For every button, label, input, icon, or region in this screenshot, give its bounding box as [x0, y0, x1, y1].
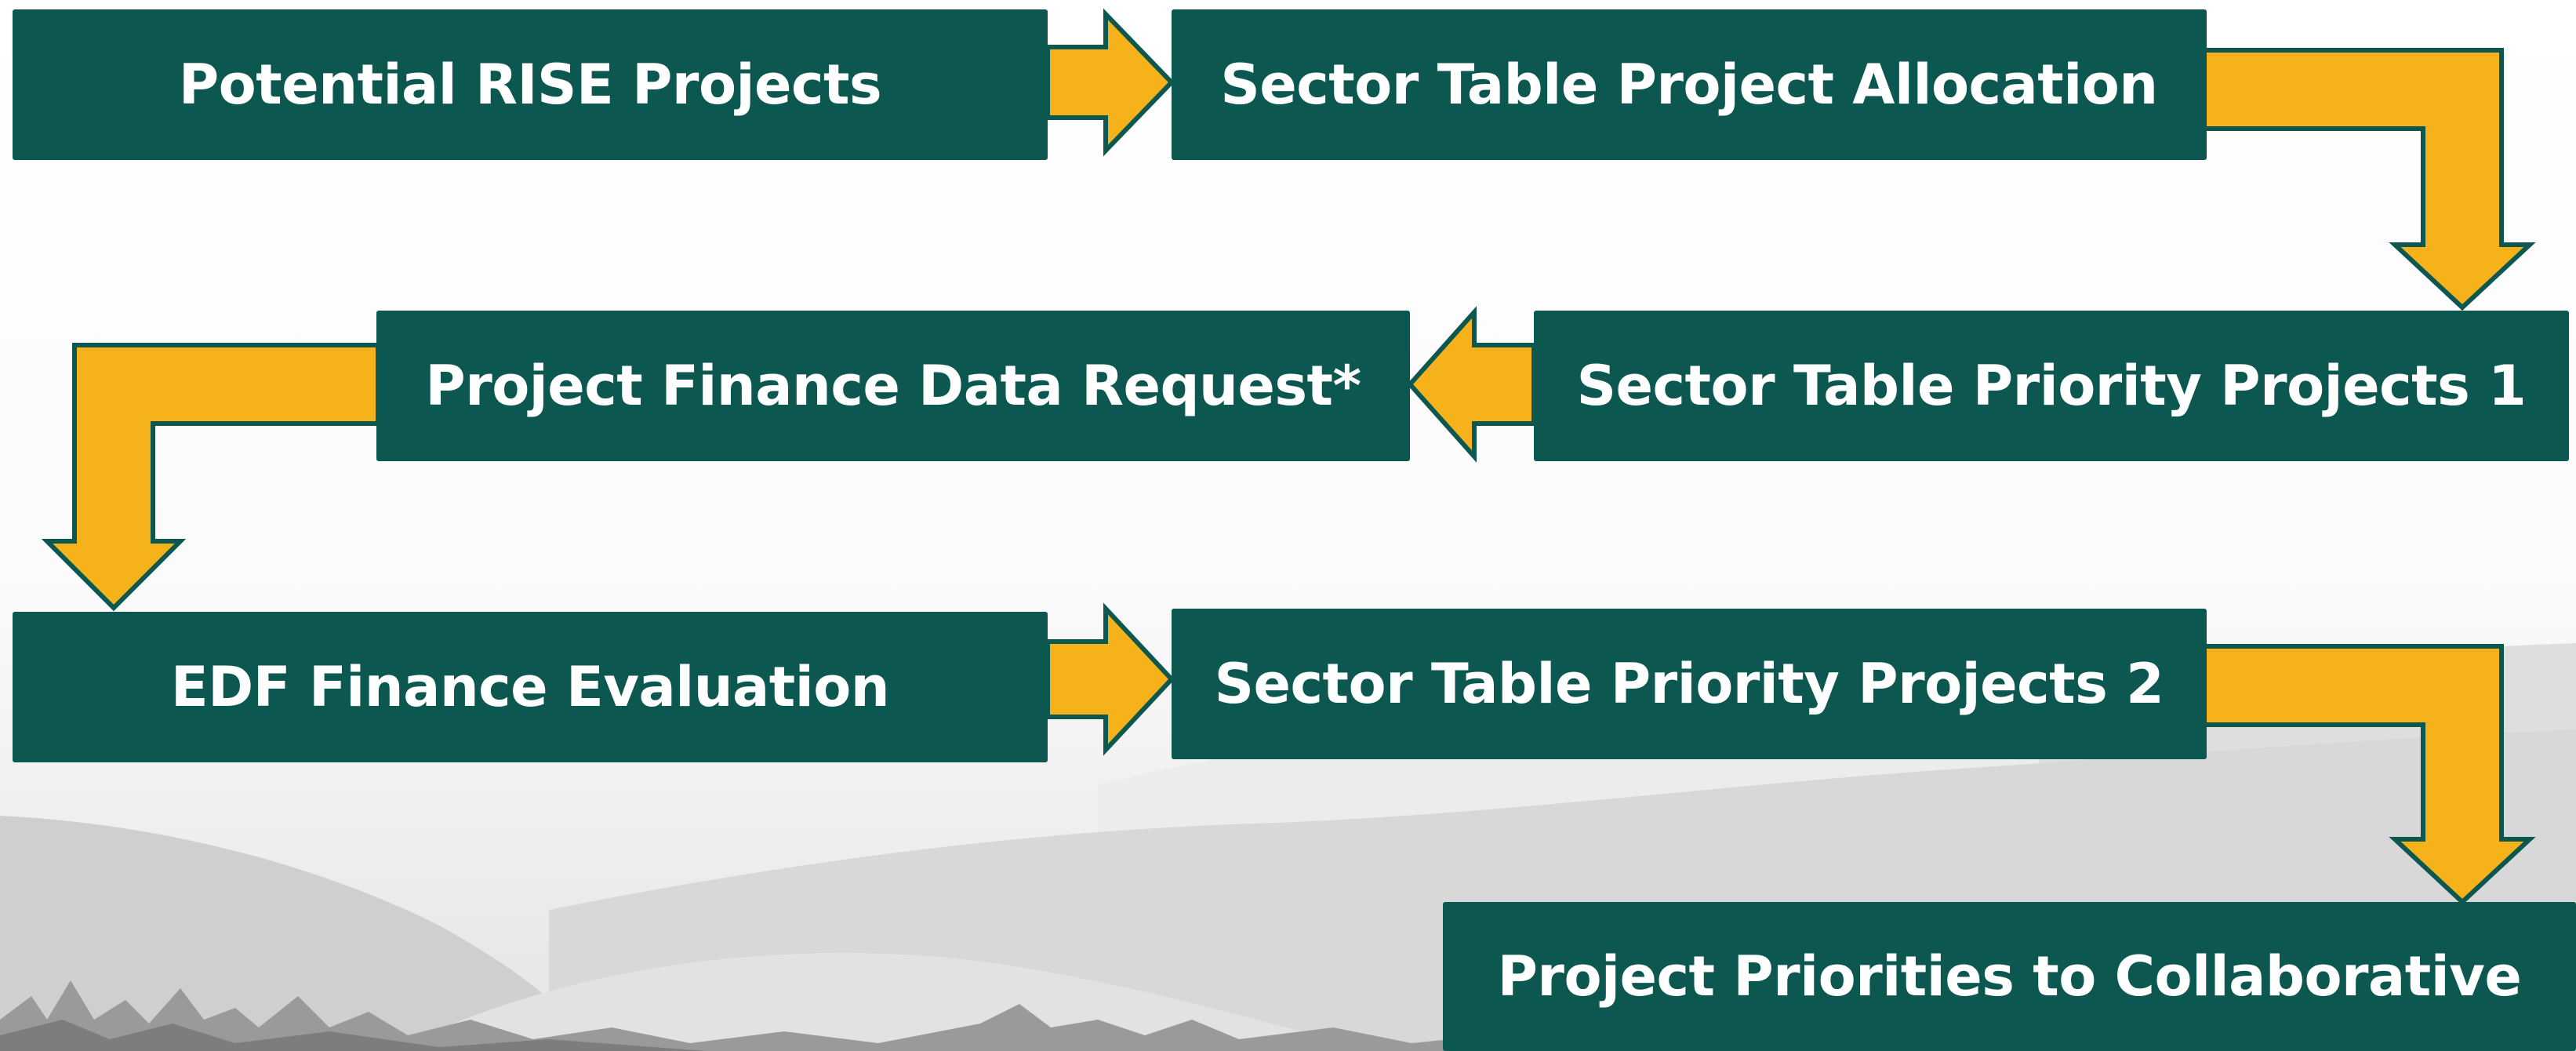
- node-potential-rise-projects: Potential RISE Projects: [13, 9, 1048, 160]
- node-sector-table-priority-projects-2: Sector Table Priority Projects 2: [1172, 609, 2207, 759]
- left-hill: [0, 816, 596, 1051]
- tree-line-back: [0, 1020, 706, 1051]
- node-sector-table-priority-projects-1: Sector Table Priority Projects 1: [1534, 311, 2569, 461]
- node-project-priorities-to-collaborative: Project Priorities to Collaborative: [1443, 902, 2576, 1051]
- node-project-finance-data-request: Project Finance Data Request*: [376, 311, 1410, 461]
- arrow-edf-to-priority2: [1045, 602, 1175, 756]
- node-sector-table-project-allocation: Sector Table Project Allocation: [1172, 9, 2207, 160]
- arrow-priority2-to-collaborative: [2201, 644, 2536, 906]
- arrow-priority1-to-finance: [1406, 306, 1536, 463]
- tree-line: [0, 980, 1568, 1051]
- node-edf-finance-evaluation: EDF Finance Evaluation: [13, 612, 1048, 762]
- arrow-allocation-to-priority1: [2201, 48, 2536, 311]
- arrow-potential-to-allocation: [1045, 8, 1175, 157]
- arrow-finance-to-edf: [41, 343, 380, 612]
- valley-hill: [392, 953, 1372, 1051]
